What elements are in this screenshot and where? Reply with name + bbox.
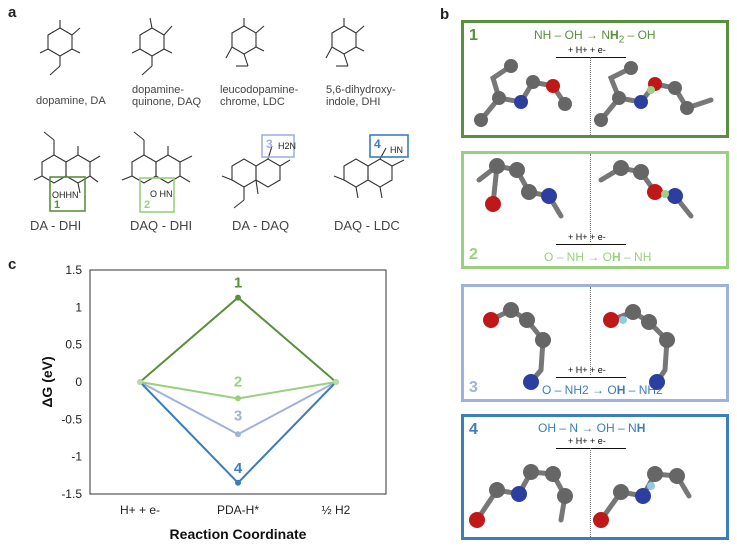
- series-label-3: 3: [234, 407, 242, 424]
- structures-drawing: [33, 17, 409, 213]
- data-point: [235, 294, 241, 301]
- plot-frame: [89, 269, 387, 495]
- reaction-number: 1: [469, 27, 478, 44]
- panel-letter-c: c: [8, 256, 17, 273]
- monomer-label-da: dopamine, DA: [36, 95, 106, 107]
- reaction-number: 4: [469, 421, 478, 438]
- reaction-arrow: [556, 377, 626, 378]
- site-2-number: 2: [144, 199, 151, 211]
- reaction-arrow: [556, 57, 626, 58]
- y-tick-label: -1.5: [61, 487, 82, 501]
- dimer-label-da-dhi: DA - DHI: [30, 218, 82, 233]
- y-axis-label: ΔG (eV): [39, 356, 55, 407]
- site-1-number: 1: [54, 199, 61, 211]
- y-tick-label: 1.5: [65, 263, 82, 277]
- reaction-equation: NH – OH → NH2 – OH: [534, 28, 656, 46]
- reaction-arrow-label: + H+ + e-: [568, 232, 606, 242]
- divider: [590, 287, 591, 375]
- divider: [590, 448, 591, 537]
- site-1-atoms: OHHN: [52, 190, 79, 200]
- free-energy-chart: -1.5 -1 -0.5 0 0.5 1 1.5 H+ + e- PDA-H* ½ H2 1 2 3…: [39, 263, 387, 542]
- data-point: [235, 395, 241, 402]
- data-point: [137, 379, 143, 385]
- y-tick-label: 0.5: [65, 338, 82, 352]
- dimer-label-daq-ldc: DAQ - LDC: [334, 218, 400, 233]
- reaction-arrow-label: + H+ + e-: [568, 45, 606, 55]
- x-tick-label: ½ H2: [322, 503, 351, 517]
- dimer-label-daq-dhi: DAQ - DHI: [130, 218, 193, 233]
- data-point: [235, 479, 241, 486]
- dimer-label-da-daq: DA - DAQ: [232, 218, 290, 233]
- reaction-equation: OH – N → OH – NH: [538, 421, 646, 435]
- site-3-atoms: H2N: [278, 141, 297, 151]
- reaction-arrow: [556, 448, 626, 449]
- series-label-1: 1: [234, 275, 242, 292]
- data-point: [235, 431, 241, 438]
- reaction-number: 3: [469, 379, 478, 396]
- series-line-1: [139, 296, 337, 383]
- data-point: [333, 379, 339, 385]
- divider: [590, 154, 591, 242]
- y-tick-label: 0: [75, 375, 82, 389]
- reaction-arrow: [556, 244, 626, 245]
- series-label-4: 4: [234, 460, 243, 477]
- molecular-models-drawing: [469, 59, 714, 528]
- series-label-2: 2: [234, 373, 242, 390]
- site-3-number: 3: [266, 137, 273, 151]
- reaction-arrow-label: + H+ + e-: [568, 436, 606, 446]
- panel-letter-a: a: [8, 4, 17, 21]
- x-tick-label: PDA-H*: [217, 503, 259, 517]
- monomer-label-ldc: leucodopamine-chrome, LDC: [220, 84, 299, 108]
- monomer-label-dhi: 5,6-dihydroxy-indole, DHI: [326, 84, 396, 108]
- x-axis-label: Reaction Coordinate: [170, 526, 307, 542]
- panel-letter-b: b: [440, 6, 450, 23]
- reaction-equation: O – NH → OH – NH: [544, 250, 652, 264]
- site-4-atoms: HN: [390, 145, 403, 155]
- divider: [590, 57, 591, 135]
- y-tick-label: -0.5: [61, 412, 82, 426]
- y-tick-label: -1: [71, 450, 82, 464]
- monomer-label-daq: dopamine-quinone, DAQ: [132, 84, 202, 108]
- site-4-number: 4: [374, 137, 381, 151]
- site-2-atoms: O HN: [150, 189, 173, 199]
- reaction-box-3: 3 O – NH2 → OH – NH2 + H+ + e-: [461, 284, 729, 402]
- x-tick-label: H+ + e-: [120, 503, 160, 517]
- y-tick-label: 1: [75, 300, 82, 314]
- reaction-arrow-label: + H+ + e-: [568, 365, 606, 375]
- reaction-number: 2: [469, 246, 478, 263]
